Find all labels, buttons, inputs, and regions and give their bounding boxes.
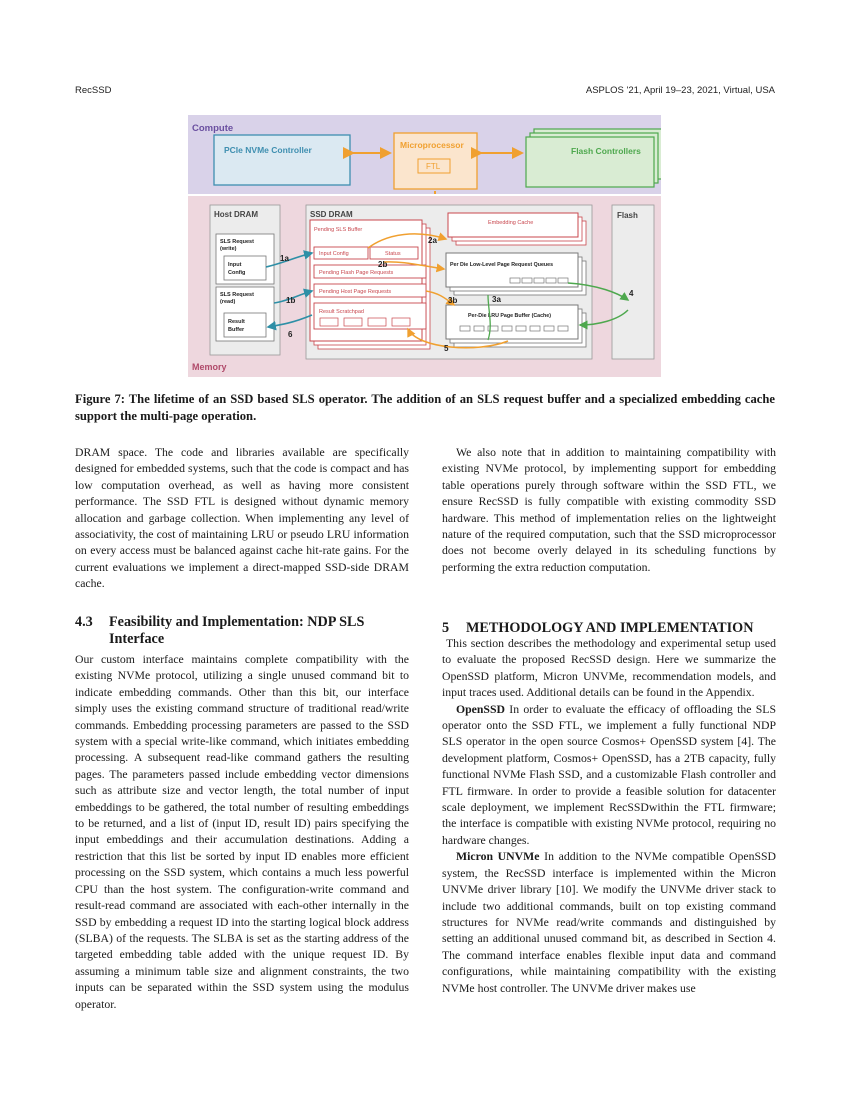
figure-caption: Figure 7: The lifetime of an SSD based S… — [75, 392, 775, 423]
section-5-number: 5 — [442, 620, 450, 636]
left-column-body: Our custom interface maintains complete … — [75, 652, 409, 1013]
running-header-left: RecSSD — [75, 85, 112, 96]
right-paragraph-3: OpenSSD In order to evaluate the efficac… — [442, 702, 776, 850]
pending-flash-label: Pending Flash Page Requests — [319, 270, 394, 276]
result-buffer-box — [223, 312, 267, 338]
ftl-label: FTL — [426, 162, 441, 171]
left-column: DRAM space. The code and libraries avail… — [75, 445, 409, 593]
flash-box — [611, 204, 655, 360]
flash-controllers-label: Flash Controllers — [571, 146, 641, 156]
openssd-text: In order to evaluate the efficacy of off… — [442, 702, 776, 847]
right-paragraph-2: This section describes the methodology a… — [442, 637, 776, 700]
arrow-4-out — [567, 282, 630, 301]
flash-label: Flash — [617, 211, 638, 220]
per-die-lru-label: Per-Die LRU Page Buffer (Cache) — [468, 313, 551, 319]
section-5-heading: 5 METHODOLOGY AND IMPLEMENTATION — [442, 620, 782, 637]
arrow-2a — [367, 232, 448, 249]
input-config-host-label-1: Input — [228, 262, 242, 268]
step-1b: 1b — [286, 296, 295, 305]
embedding-cache-box — [447, 212, 579, 238]
result-buffer-label-2: Buffer — [228, 327, 245, 333]
sls-write-label-2: (write) — [220, 246, 237, 252]
pending-host-box — [313, 283, 427, 298]
sls-read-label-2: (read) — [220, 299, 235, 305]
ssd-dram-label: SSD DRAM — [310, 210, 353, 219]
arrow-1b — [273, 288, 314, 304]
pending-flash-box — [313, 264, 427, 279]
queue-slots — [509, 277, 569, 284]
section-number: 4.3 — [75, 614, 93, 630]
arrow-3a — [487, 294, 491, 341]
arrow-1a — [265, 250, 314, 268]
pcie-controller-box — [213, 134, 351, 186]
right-column-body: This section describes the methodology a… — [442, 636, 776, 997]
microprocessor-label: Microprocessor — [400, 140, 464, 150]
sls-read-label-1: SLS Request — [220, 292, 254, 298]
running-header-right: ASPLOS '21, April 19–23, 2021, Virtual, … — [585, 85, 775, 96]
step-6: 6 — [288, 330, 293, 339]
section-4-3-heading: 4.3 Feasibility and Implementation: NDP S… — [75, 614, 415, 648]
lru-slots — [459, 325, 569, 332]
per-die-lru-box — [445, 304, 579, 340]
host-dram-label: Host DRAM — [214, 210, 258, 219]
input-config-ssd-box — [313, 246, 369, 260]
arrow-3b — [425, 290, 456, 306]
status-box — [369, 246, 419, 260]
pcie-controller-label: PCIe NVMe Controller — [224, 145, 313, 155]
input-config-host-box — [223, 255, 267, 281]
arrow-5 — [407, 327, 509, 349]
step-2b: 2b — [378, 260, 387, 269]
sls-write-label-1: SLS Request — [220, 239, 254, 245]
step-4: 4 — [629, 289, 634, 298]
unvme-text: In addition to the NVMe compatible OpenS… — [442, 850, 776, 995]
section-title: Feasibility and Implementation: NDP SLS … — [109, 614, 365, 647]
arrow-6 — [266, 314, 313, 331]
step-3b: 3b — [448, 296, 457, 305]
embedding-cache-label: Embedding Cache — [488, 220, 533, 226]
result-buffer-label-1: Result — [228, 319, 245, 325]
right-paragraph-1: We also note that in addition to maintai… — [442, 446, 776, 574]
input-config-ssd-label: Input Config — [319, 251, 349, 257]
left-paragraph-1: DRAM space. The code and libraries avail… — [75, 446, 409, 591]
flash-controllers-box — [525, 136, 655, 188]
input-config-host-label-2: Config — [228, 270, 245, 276]
step-1a: 1a — [280, 254, 289, 263]
pending-sls-label: Pending SLS Buffer — [314, 227, 362, 233]
unvme-runin: Micron UNVMe — [456, 850, 540, 864]
arrow-2b — [382, 261, 446, 273]
step-2a: 2a — [428, 236, 437, 245]
compute-label: Compute — [192, 123, 233, 134]
openssd-runin: OpenSSD — [456, 702, 505, 716]
right-column: We also note that in addition to maintai… — [442, 445, 776, 576]
ftl-box — [417, 158, 451, 174]
left-paragraph-2: Our custom interface maintains complete … — [75, 653, 409, 1011]
memory-label: Memory — [192, 362, 227, 372]
arrow-4-in — [578, 309, 629, 330]
step-5: 5 — [444, 344, 449, 353]
figure-7-diagram: Compute PCIe NVMe Controller Microproces… — [188, 115, 661, 377]
section-5-title: METHODOLOGY AND IMPLEMENTATION — [466, 620, 754, 636]
pending-host-label: Pending Host Page Requests — [319, 289, 391, 295]
result-scratchpad-label: Result Scratchpad — [319, 309, 364, 315]
status-label: Status — [385, 251, 401, 257]
per-die-queues-label: Per Die Low-Level Page Request Queues — [450, 262, 553, 268]
step-3a: 3a — [492, 295, 501, 304]
right-paragraph-4: Micron UNVMe In addition to the NVMe com… — [442, 849, 776, 997]
